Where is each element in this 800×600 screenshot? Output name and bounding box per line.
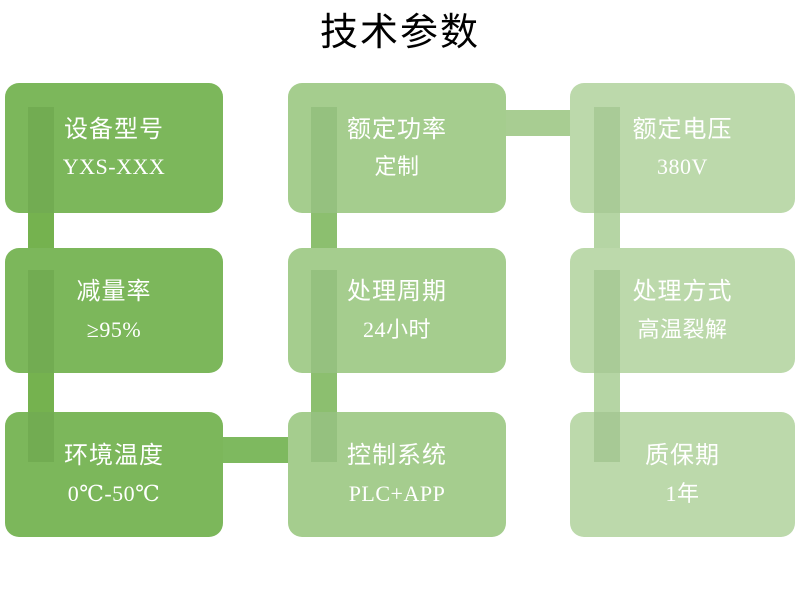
spec-card-title: 设备型号 bbox=[64, 116, 164, 143]
spec-card-title: 处理方式 bbox=[632, 279, 733, 306]
spec-card-method[interactable]: 处理方式 高温裂解 bbox=[570, 248, 795, 373]
spec-card-model[interactable]: 设备型号 YXS-XXX bbox=[5, 83, 223, 213]
spec-card-rated-voltage[interactable]: 额定电压 380V bbox=[570, 83, 795, 213]
spec-card-title: 减量率 bbox=[76, 279, 152, 306]
card-accent-tab bbox=[28, 270, 54, 373]
spec-card-title: 额定电压 bbox=[632, 116, 733, 143]
card-accent-tab bbox=[594, 270, 620, 373]
card-accent-tab bbox=[311, 270, 337, 373]
card-accent-tab bbox=[594, 412, 620, 462]
spec-card-cycle[interactable]: 处理周期 24小时 bbox=[288, 248, 506, 373]
spec-card-value: 高温裂解 bbox=[637, 316, 728, 342]
card-accent-tab bbox=[594, 107, 620, 213]
spec-card-value: 24小时 bbox=[362, 316, 431, 342]
spec-card-value: PLC+APP bbox=[348, 480, 446, 506]
page-title: 技术参数 bbox=[319, 10, 480, 54]
card-accent-tab bbox=[311, 412, 337, 462]
spec-card-warranty[interactable]: 质保期 1年 bbox=[570, 412, 795, 537]
spec-card-title: 环境温度 bbox=[64, 443, 164, 470]
spec-card-ambient-temp[interactable]: 环境温度 0℃-50℃ bbox=[5, 412, 223, 537]
spec-card-value: 1年 bbox=[665, 480, 700, 506]
spec-card-reduction[interactable]: 减量率 ≥95% bbox=[5, 248, 223, 373]
spec-card-value: ≥95% bbox=[86, 316, 142, 342]
spec-card-value: 0℃-50℃ bbox=[67, 480, 161, 506]
spec-card-title: 额定功率 bbox=[347, 116, 447, 143]
card-accent-tab bbox=[28, 107, 54, 213]
card-accent-tab bbox=[311, 107, 337, 213]
spec-card-value: 380V bbox=[657, 154, 708, 180]
card-accent-tab bbox=[28, 412, 54, 462]
spec-card-rated-power[interactable]: 额定功率 定制 bbox=[288, 83, 506, 213]
spec-card-value: YXS-XXX bbox=[62, 154, 166, 180]
spec-card-title: 处理周期 bbox=[347, 279, 447, 306]
spec-card-title: 控制系统 bbox=[347, 443, 447, 470]
spec-card-control[interactable]: 控制系统 PLC+APP bbox=[288, 412, 506, 537]
spec-card-value: 定制 bbox=[374, 154, 420, 180]
spec-card-title: 质保期 bbox=[645, 443, 720, 470]
